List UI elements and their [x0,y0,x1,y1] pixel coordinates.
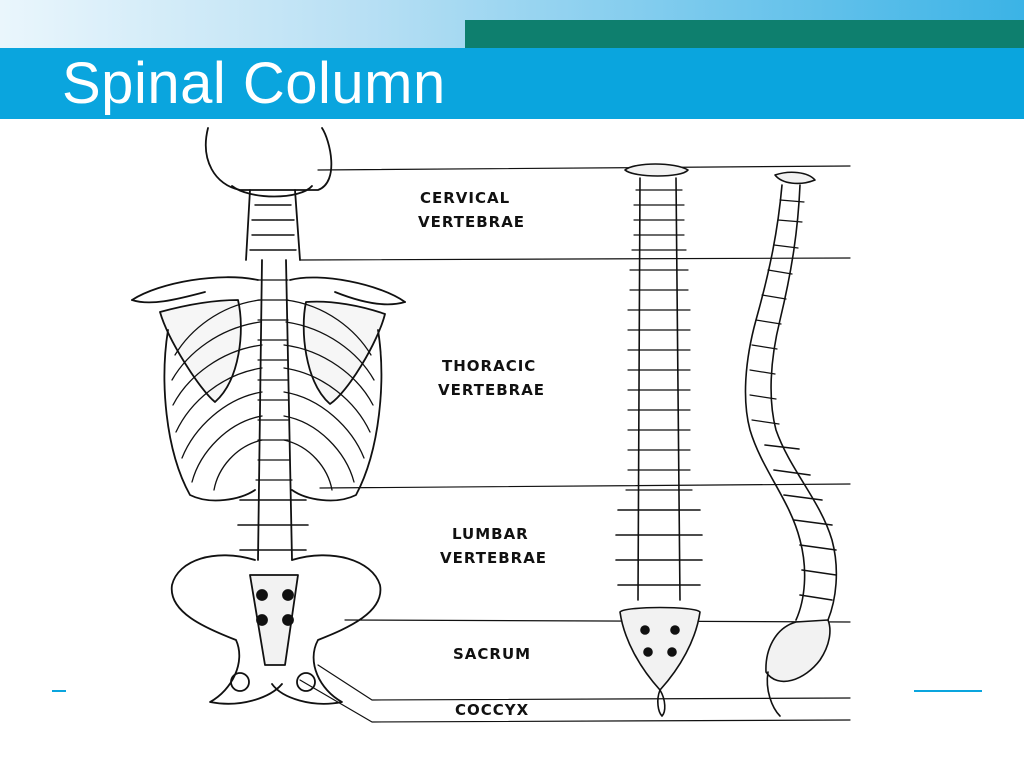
title-bar [0,48,1024,119]
label-leader-lines [299,165,851,723]
spine-illustration: CERVICAL VERTEBRAE THORACIC VERTEBRAE LU… [0,120,1024,768]
anterior-spine [615,163,703,717]
posterior-skeleton [131,127,406,705]
label-thoracic-line1: THORACIC [442,357,537,375]
spine-drawing [131,127,851,723]
header-accent-bar [465,20,1024,48]
label-coccyx: COCCYX [455,701,530,719]
slide-title: Spinal Column [62,51,446,116]
label-lumbar-line2: VERTEBRAE [440,549,548,567]
label-sacrum: SACRUM [453,645,532,663]
label-cervical-line2: VERTEBRAE [418,213,526,231]
right-accent-rule [914,690,982,692]
label-thoracic-line2: VERTEBRAE [438,381,546,399]
label-lumbar-line1: LUMBAR [452,525,529,543]
lateral-spine [744,171,838,717]
left-accent-rule [52,690,66,692]
label-cervical-line1: CERVICAL [420,189,511,207]
